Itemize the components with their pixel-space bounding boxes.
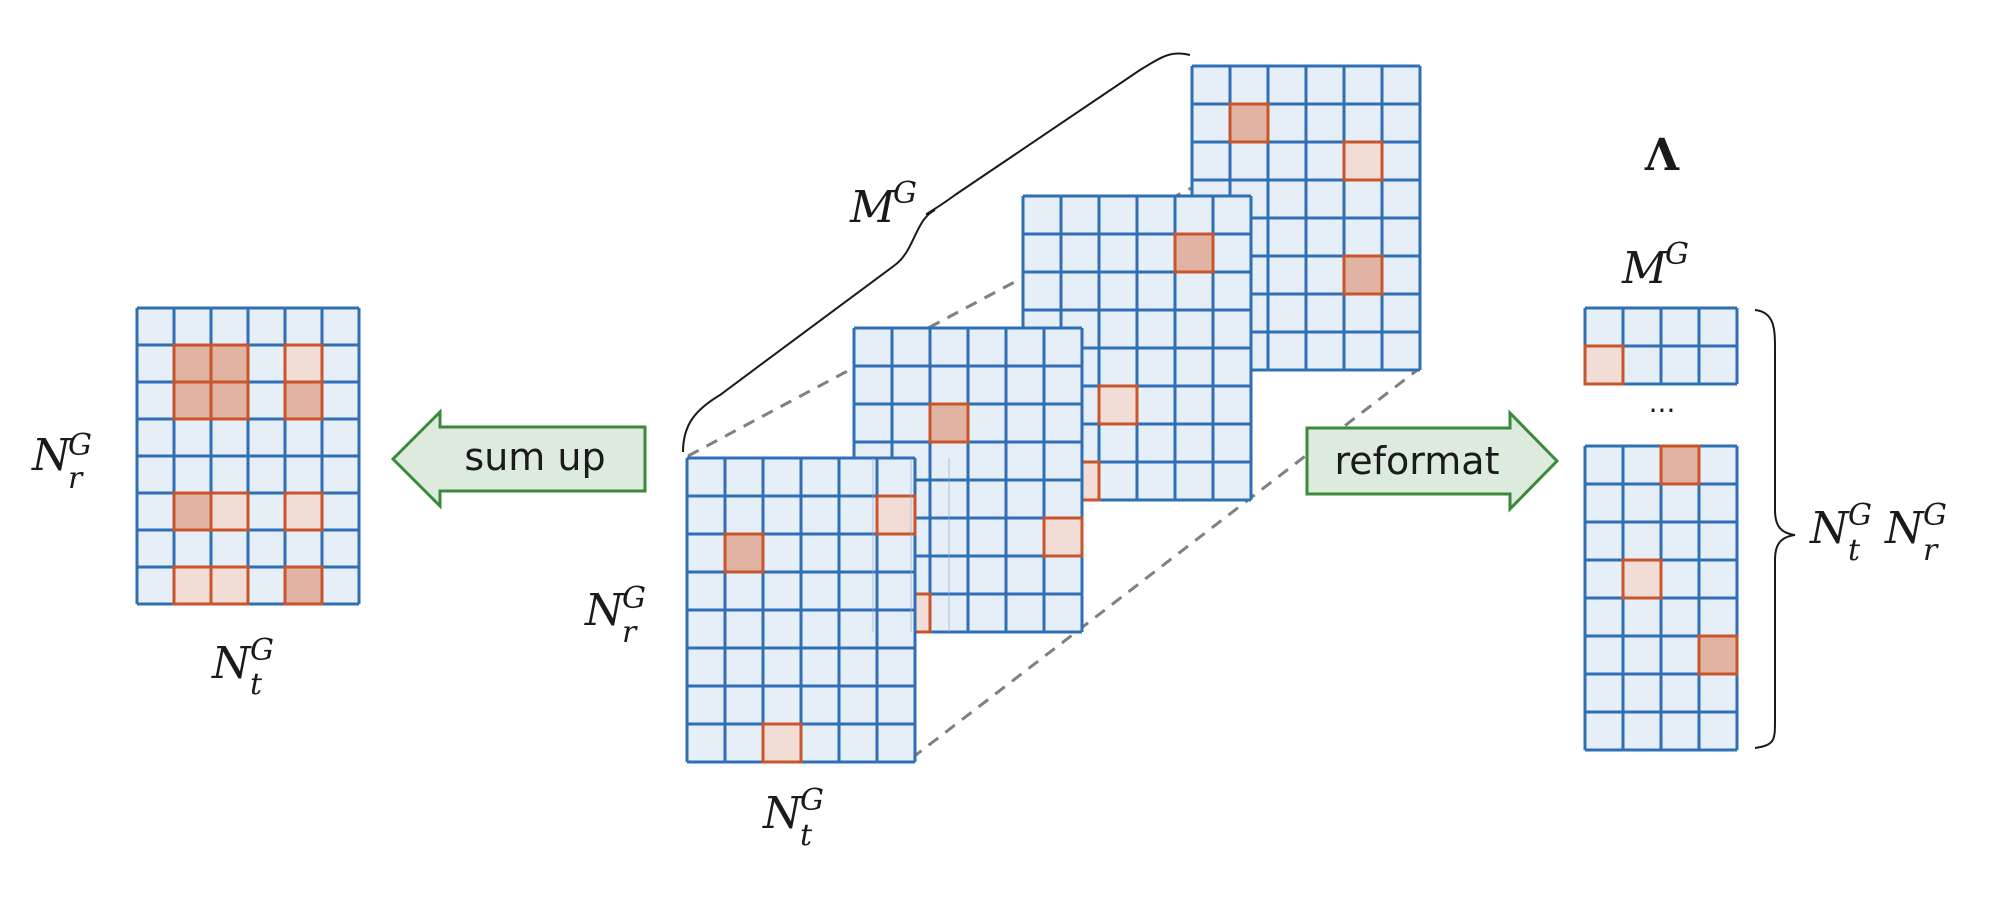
svg-text:G: G — [68, 428, 92, 463]
reformat-label: reformat — [1335, 439, 1500, 483]
highlighted-cell — [283, 565, 324, 606]
svg-text:G: G — [1665, 237, 1689, 272]
highlighted-cell — [172, 565, 213, 606]
svg-text:N: N — [31, 430, 72, 481]
grid-layer — [135, 64, 1739, 764]
sum-up-arrow: sum up — [390, 408, 647, 510]
rows-brace — [1754, 309, 1796, 749]
svg-text:r: r — [622, 615, 638, 650]
highlighted-cell — [1659, 444, 1701, 486]
sum-result-grid — [135, 306, 361, 606]
svg-text:G: G — [1848, 498, 1872, 533]
svg-text:G: G — [622, 581, 646, 616]
highlighted-cell — [723, 532, 765, 574]
svg-text:t: t — [800, 818, 813, 853]
highlighted-cell — [209, 380, 250, 421]
reformat-arrow: reformat — [1305, 409, 1560, 513]
highlighted-cell — [1342, 140, 1384, 182]
highlighted-cell — [1697, 634, 1739, 676]
left-nr-label: N G r — [31, 428, 92, 496]
highlighted-cell — [761, 722, 803, 764]
highlighted-cell — [283, 343, 324, 384]
ellipsis-dots: ··· — [1649, 394, 1676, 427]
stack-mg-label: M G — [849, 176, 917, 233]
svg-text:N: N — [211, 638, 252, 689]
svg-text:N: N — [1809, 503, 1850, 554]
svg-text:t: t — [250, 667, 263, 702]
sum-up-label: sum up — [464, 435, 605, 479]
right-mg-label: M G — [1621, 237, 1689, 294]
right-ntnr-label: N G t N G r — [1809, 498, 1947, 568]
lambda-top-block — [1583, 306, 1739, 386]
highlighted-cell — [283, 380, 324, 421]
middle-nr-label: N G r — [584, 581, 646, 650]
highlighted-cell — [1583, 344, 1625, 386]
svg-text:G: G — [893, 176, 917, 211]
highlighted-cell — [172, 491, 213, 532]
svg-text:r: r — [1923, 533, 1939, 568]
highlighted-cell — [875, 494, 917, 536]
left-nt-label: N G t — [211, 633, 274, 702]
highlighted-cell — [928, 402, 970, 444]
svg-text:G: G — [1923, 498, 1947, 533]
highlighted-cell — [1097, 384, 1139, 426]
highlighted-cell — [209, 491, 250, 532]
svg-text:G: G — [250, 633, 274, 668]
middle-nt-label: N G t — [762, 783, 824, 853]
lambda-bottom-block — [1583, 444, 1739, 752]
svg-text:N: N — [584, 585, 625, 636]
highlighted-cell — [209, 343, 250, 384]
stack-overlap-ghost — [872, 458, 950, 632]
highlighted-cell — [283, 491, 324, 532]
svg-text:M: M — [849, 182, 896, 233]
stack-grid-1 — [685, 456, 917, 764]
highlighted-cell — [1173, 232, 1215, 274]
highlighted-cell — [1621, 558, 1663, 600]
svg-text:M: M — [1621, 243, 1668, 294]
highlighted-cell — [172, 380, 213, 421]
svg-text:t: t — [1848, 533, 1861, 568]
lambda-symbol: Λ — [1644, 130, 1680, 181]
svg-text:N: N — [762, 788, 803, 839]
svg-text:r: r — [68, 461, 84, 496]
svg-text:N: N — [1884, 503, 1925, 554]
highlighted-cell — [1042, 516, 1084, 558]
svg-text:G: G — [800, 783, 824, 818]
highlighted-cell — [1342, 254, 1384, 296]
highlighted-cell — [209, 565, 250, 606]
highlighted-cell — [172, 343, 213, 384]
highlighted-cell — [1228, 102, 1270, 144]
stack-depth-brace — [682, 52, 1191, 453]
